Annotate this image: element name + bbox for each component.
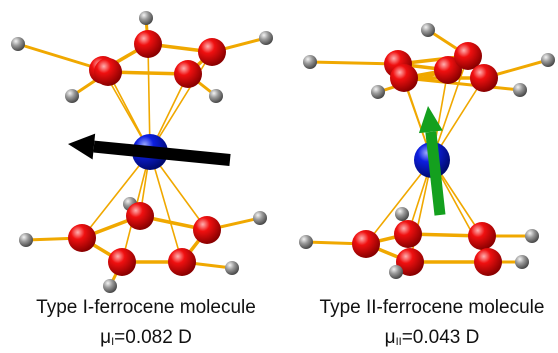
ferrocene-diagram [11,11,555,293]
dipole-moment-label: μII=0.043 D [282,327,558,353]
arrows-layer [68,106,446,216]
dipole-arrow-head [68,133,96,160]
mu-value: =0.043 D [401,327,480,348]
molecule-caption-type-ii: Type II-ferrocene molecule μII=0.043 D [282,297,558,353]
bond [431,55,469,161]
mu-subscript: I [111,336,115,348]
carbon-atom [134,30,162,58]
bond [81,151,151,239]
carbon-atom [470,64,498,92]
hydrogen-atom [65,89,79,103]
hydrogen-atom [515,255,529,269]
dipole-arrow-shaft [93,140,231,166]
hydrogen-atom [139,11,153,25]
carbon-atom [168,248,196,276]
carbon-atom [68,224,96,252]
mu-symbol: μ [100,327,112,348]
carbon-atom [174,60,202,88]
bond [147,43,151,153]
atoms-layer [11,11,555,293]
dipole-arrow-head [418,106,443,134]
hydrogen-atom [389,265,403,279]
hydrogen-atom [513,83,527,97]
carbon-atom [193,216,221,244]
hydrogen-atom [371,85,385,99]
mu-subscript: II [395,336,402,348]
carbon-atom [474,248,502,276]
hydrogen-atom [303,55,317,69]
mu-symbol: μ [384,327,396,348]
carbon-atom [394,220,422,248]
molecule-caption-type-i: Type I-ferrocene molecule μI=0.082 D [0,297,292,353]
hydrogen-atom [541,53,555,67]
hydrogen-atom [395,207,409,221]
molecule-title: Type I-ferrocene molecule [36,297,256,318]
bond [308,60,400,66]
hydrogen-atom [299,235,313,249]
hydrogen-atom [253,211,267,225]
carbon-atom [434,56,462,84]
bond [149,51,213,153]
molecule-title: Type II-ferrocene molecule [319,297,545,318]
mu-value: =0.082 D [114,327,192,348]
carbon-atom [94,58,122,86]
dipole-arrow-shaft [425,131,446,216]
carbon-atom [390,64,418,92]
carbon-atom [396,248,424,276]
hydrogen-atom [525,229,539,243]
hydrogen-atom [421,23,435,37]
bond [16,42,105,72]
bond [402,76,522,92]
hydrogen-atom [11,37,25,51]
carbon-atom [352,230,380,258]
carbon-atom [126,202,154,230]
dipole-moment-label: μI=0.082 D [0,327,292,353]
hydrogen-atom [259,31,273,45]
bond [149,151,183,263]
hydrogen-atom [209,89,223,103]
hydrogen-atom [19,233,33,247]
carbon-atom [454,42,482,70]
carbon-atom [198,38,226,66]
hydrogen-atom [103,279,117,293]
carbon-atom [108,248,136,276]
hydrogen-atom [225,261,239,275]
carbon-atom [468,222,496,250]
